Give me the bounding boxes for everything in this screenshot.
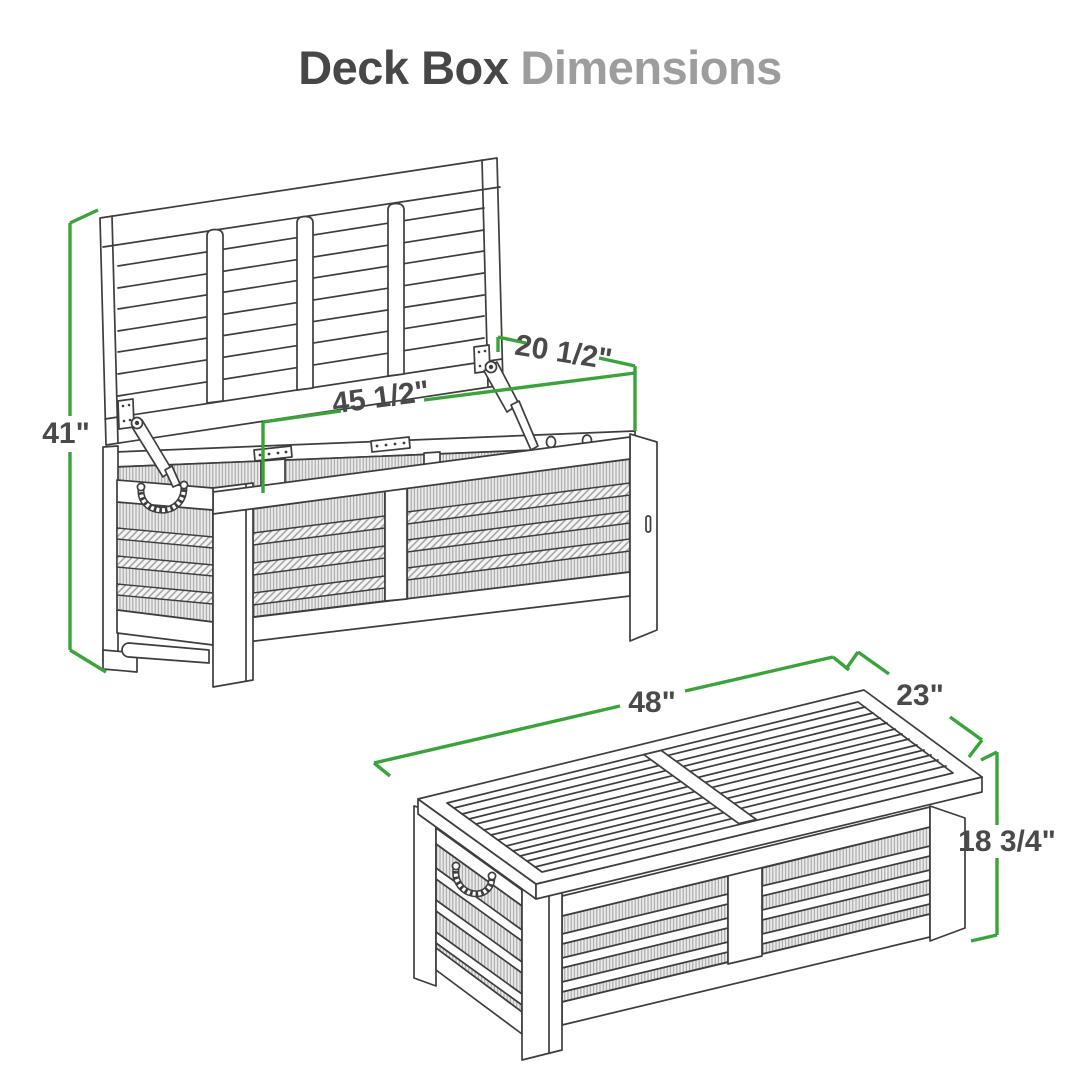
dim-line-width-45-5 <box>261 371 636 493</box>
dim-line-depth-23 <box>844 650 984 759</box>
front-left-post <box>212 482 254 688</box>
dim-line-height-18-75 <box>970 750 999 943</box>
center-post <box>727 865 763 965</box>
open-deck-box-drawing: 41" 45 1/2" 20 1/2" <box>42 157 658 688</box>
rope-handle-icon <box>451 861 497 898</box>
dim-label-closed-depth: 23" <box>896 679 944 712</box>
center-post <box>384 487 408 602</box>
dim-line-width-48 <box>372 655 851 778</box>
page-title-secondary: Dimensions <box>520 41 782 94</box>
front-left-post <box>521 888 563 1061</box>
open-box-body <box>102 430 658 688</box>
dim-label-open-depth: 20 1/2" <box>513 329 615 377</box>
page-title-primary: Deck Box <box>298 41 509 94</box>
front-right-post <box>929 805 966 942</box>
dim-line-height-41 <box>68 208 107 674</box>
closed-deck-box-drawing: 48" 23" 18 3/4" <box>372 650 1056 1061</box>
rope-handle-icon <box>136 480 189 514</box>
front-right-post <box>629 433 658 642</box>
dim-label-closed-width: 48" <box>628 686 676 719</box>
open-lid <box>99 157 504 446</box>
dim-line-depth-20-5 <box>496 335 637 431</box>
lid-batten <box>296 215 314 391</box>
closed-box-dimensions: 48" 23" 18 3/4" <box>372 650 1056 943</box>
dim-label-closed-height: 18 3/4" <box>958 825 1056 858</box>
closed-box-body <box>413 805 966 1061</box>
lid-cross-brace <box>642 749 758 825</box>
lid-batten <box>206 228 224 404</box>
dim-label-open-height: 41" <box>42 417 90 450</box>
lid-batten <box>387 202 405 377</box>
closed-lid <box>417 689 983 900</box>
